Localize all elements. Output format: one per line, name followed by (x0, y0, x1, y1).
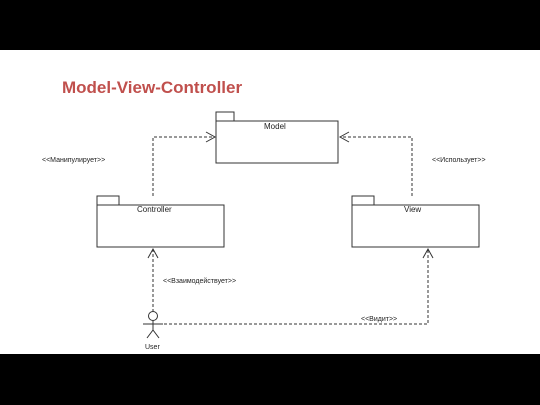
slide-title: Model-View-Controller (62, 78, 243, 97)
model-package (215, 111, 339, 164)
uses-arrowhead (338, 131, 350, 143)
uses-connector (340, 136, 413, 196)
manipulates-connector (152, 136, 214, 196)
mvc-diagram: Model Controller View <<Манипулирует>> <… (42, 111, 486, 351)
slide: Model-View-Controller (0, 50, 540, 354)
controller-package (96, 195, 225, 248)
controller-package-label: Controller (137, 205, 172, 214)
interacts-arrowhead (147, 247, 159, 259)
view-package-label: View (404, 205, 421, 214)
sees-connector (164, 249, 429, 325)
uses-label: <<Использует>> (432, 157, 486, 164)
sees-arrowhead (422, 247, 434, 259)
user-actor-icon (143, 311, 163, 339)
sees-label: <<Видит>> (361, 316, 397, 323)
model-package-label: Model (264, 122, 286, 131)
view-package (351, 195, 480, 248)
user-actor-label: User (145, 344, 160, 351)
manipulates-label: <<Манипулирует>> (42, 157, 105, 164)
manipulates-arrowhead (205, 131, 217, 143)
interacts-label: <<Взаимодействует>> (163, 277, 236, 285)
